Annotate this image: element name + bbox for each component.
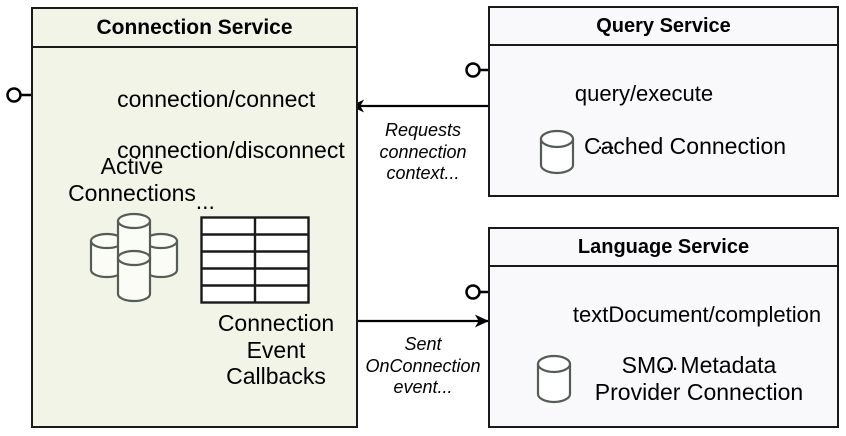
endpoint-ellipsis: ... xyxy=(659,349,679,375)
component-connection-service[interactable]: Connection Service connection/connect co… xyxy=(31,7,358,428)
store-label-active-connections: Active Connections xyxy=(68,153,196,206)
component-language-service[interactable]: Language Service textDocument/completion… xyxy=(488,227,839,428)
endpoint-list-language-service: textDocument/completion ... xyxy=(524,278,821,423)
endpoint-connection-disconnect: connection/disconnect xyxy=(117,137,345,164)
store-label-smo-metadata-provider-connection: SMO Metadata Provider Connection xyxy=(594,352,804,405)
component-body-query-service: query/execute ... Cached Connection xyxy=(490,46,837,195)
endpoint-query-execute: query/execute xyxy=(574,80,714,106)
store-label-cached-connection: Cached Connection xyxy=(584,133,787,159)
database-cluster-icon xyxy=(89,212,179,303)
component-title-query-service: Query Service xyxy=(490,8,837,46)
endpoint-connection-connect: connection/connect xyxy=(117,85,316,112)
endpoint-list-connection-service: connection/connect connection/disconnect… xyxy=(66,61,345,264)
database-cylinder-icon xyxy=(536,354,572,404)
edge-label-sent-onconnection-event: Sent OnConnection event... xyxy=(365,334,481,398)
component-query-service[interactable]: Query Service query/execute ... Cached C… xyxy=(488,6,839,197)
endpoint-textdocument-completion: textDocument/completion xyxy=(572,301,822,327)
table-grid-icon xyxy=(200,216,310,304)
component-title-connection-service: Connection Service xyxy=(33,9,356,48)
store-label-connection-event-callbacks: Connection Event Callbacks xyxy=(217,310,335,390)
endpoint-list-query-service: query/execute ... xyxy=(526,57,713,202)
edge-label-requests-connection-context: Requests connection context... xyxy=(379,120,467,184)
endpoint-ellipsis: ... xyxy=(596,128,616,154)
database-cylinder-icon xyxy=(539,129,575,175)
endpoint-ellipsis: ... xyxy=(195,187,215,214)
component-body-language-service: textDocument/completion ... SMO Metadata… xyxy=(490,267,837,426)
component-body-connection-service: connection/connect connection/disconnect… xyxy=(33,48,356,426)
component-title-language-service: Language Service xyxy=(490,229,837,267)
